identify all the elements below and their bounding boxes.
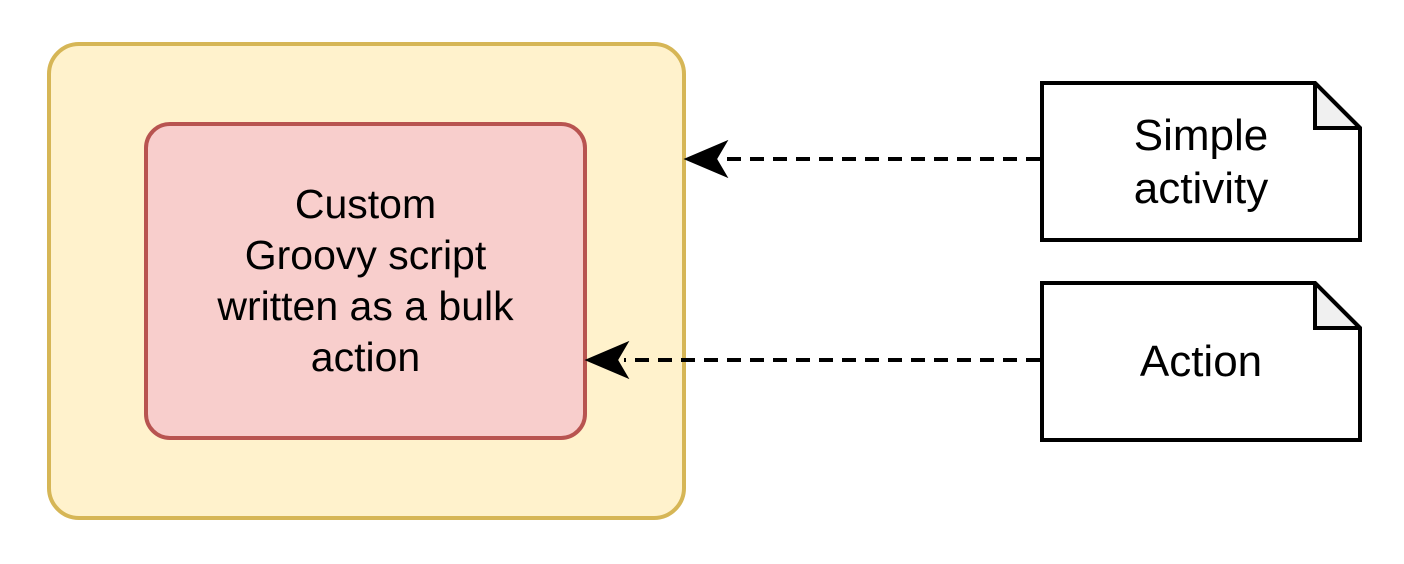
note-simple-activity[interactable]: Simple activity bbox=[1040, 81, 1362, 242]
arrowhead-icon-1 bbox=[683, 139, 729, 179]
connector-simple-activity-to-container[interactable] bbox=[683, 139, 1040, 179]
note-shape-icon-1 bbox=[1040, 81, 1362, 242]
node-custom-groovy-script[interactable]: Custom Groovy script written as a bulk a… bbox=[144, 122, 587, 440]
arrowhead-icon-2 bbox=[584, 340, 630, 380]
node-custom-groovy-script-label: Custom Groovy script written as a bulk a… bbox=[217, 181, 514, 380]
note-action[interactable]: Action bbox=[1040, 281, 1362, 442]
connector-action-to-node[interactable] bbox=[584, 340, 1040, 380]
note-shape-icon-2 bbox=[1040, 281, 1362, 442]
